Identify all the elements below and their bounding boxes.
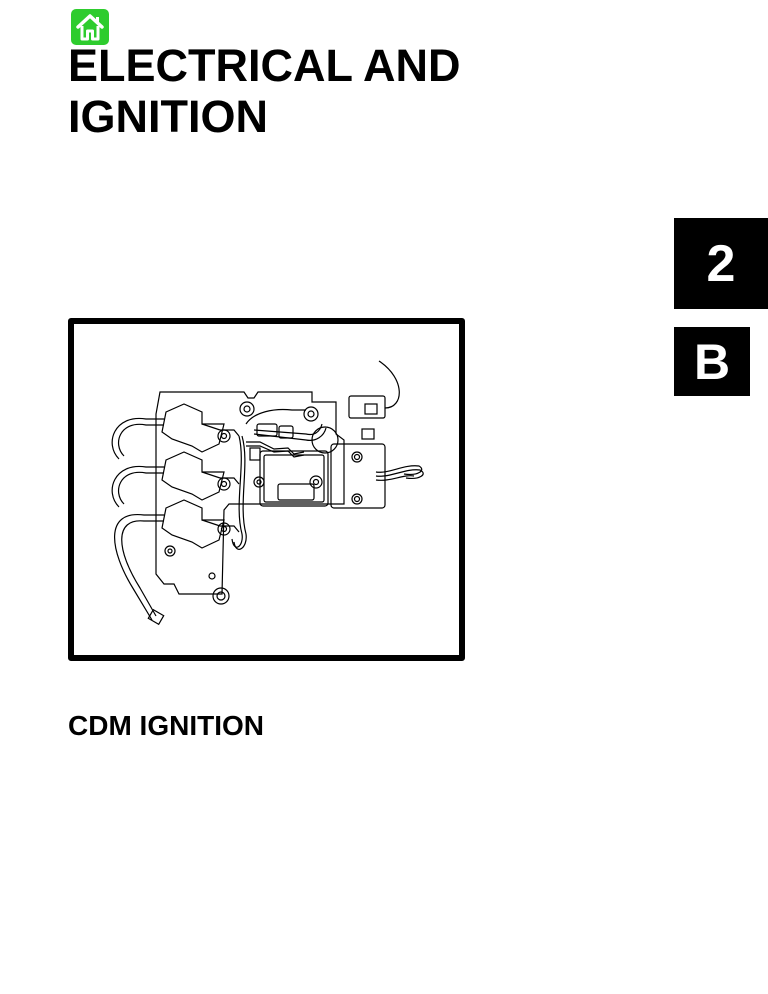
section-letter-tab: B — [674, 327, 750, 396]
section-number-tab: 2 — [674, 218, 768, 309]
cdm-ignition-figure — [68, 318, 465, 661]
home-button[interactable] — [71, 9, 109, 45]
title-line-2: IGNITION — [68, 91, 268, 142]
section-number: 2 — [706, 234, 736, 293]
section-letter: B — [693, 333, 731, 390]
ignition-assembly-illustration — [111, 360, 424, 626]
home-icon — [76, 14, 104, 41]
title-line-1: ELECTRICAL AND — [68, 40, 461, 91]
page-title: ELECTRICAL AND IGNITION — [68, 40, 461, 142]
figure-caption: CDM IGNITION — [68, 710, 264, 741]
